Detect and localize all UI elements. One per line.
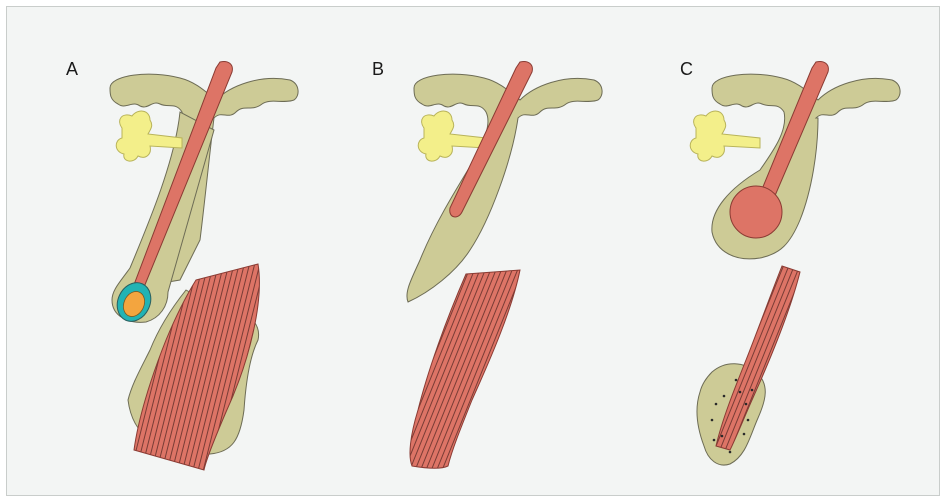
panel-c-gland bbox=[690, 111, 760, 161]
panel-c-fragment-shaft bbox=[716, 266, 800, 450]
panel-b-fragment-shaft bbox=[410, 270, 520, 468]
panel-b-follicle bbox=[407, 61, 602, 302]
panel-b-hair-fragment bbox=[410, 270, 520, 468]
panel-c-club-bulb bbox=[730, 186, 782, 238]
panel-c-follicle bbox=[690, 61, 900, 258]
panel-c-hair-fragment bbox=[697, 266, 800, 465]
